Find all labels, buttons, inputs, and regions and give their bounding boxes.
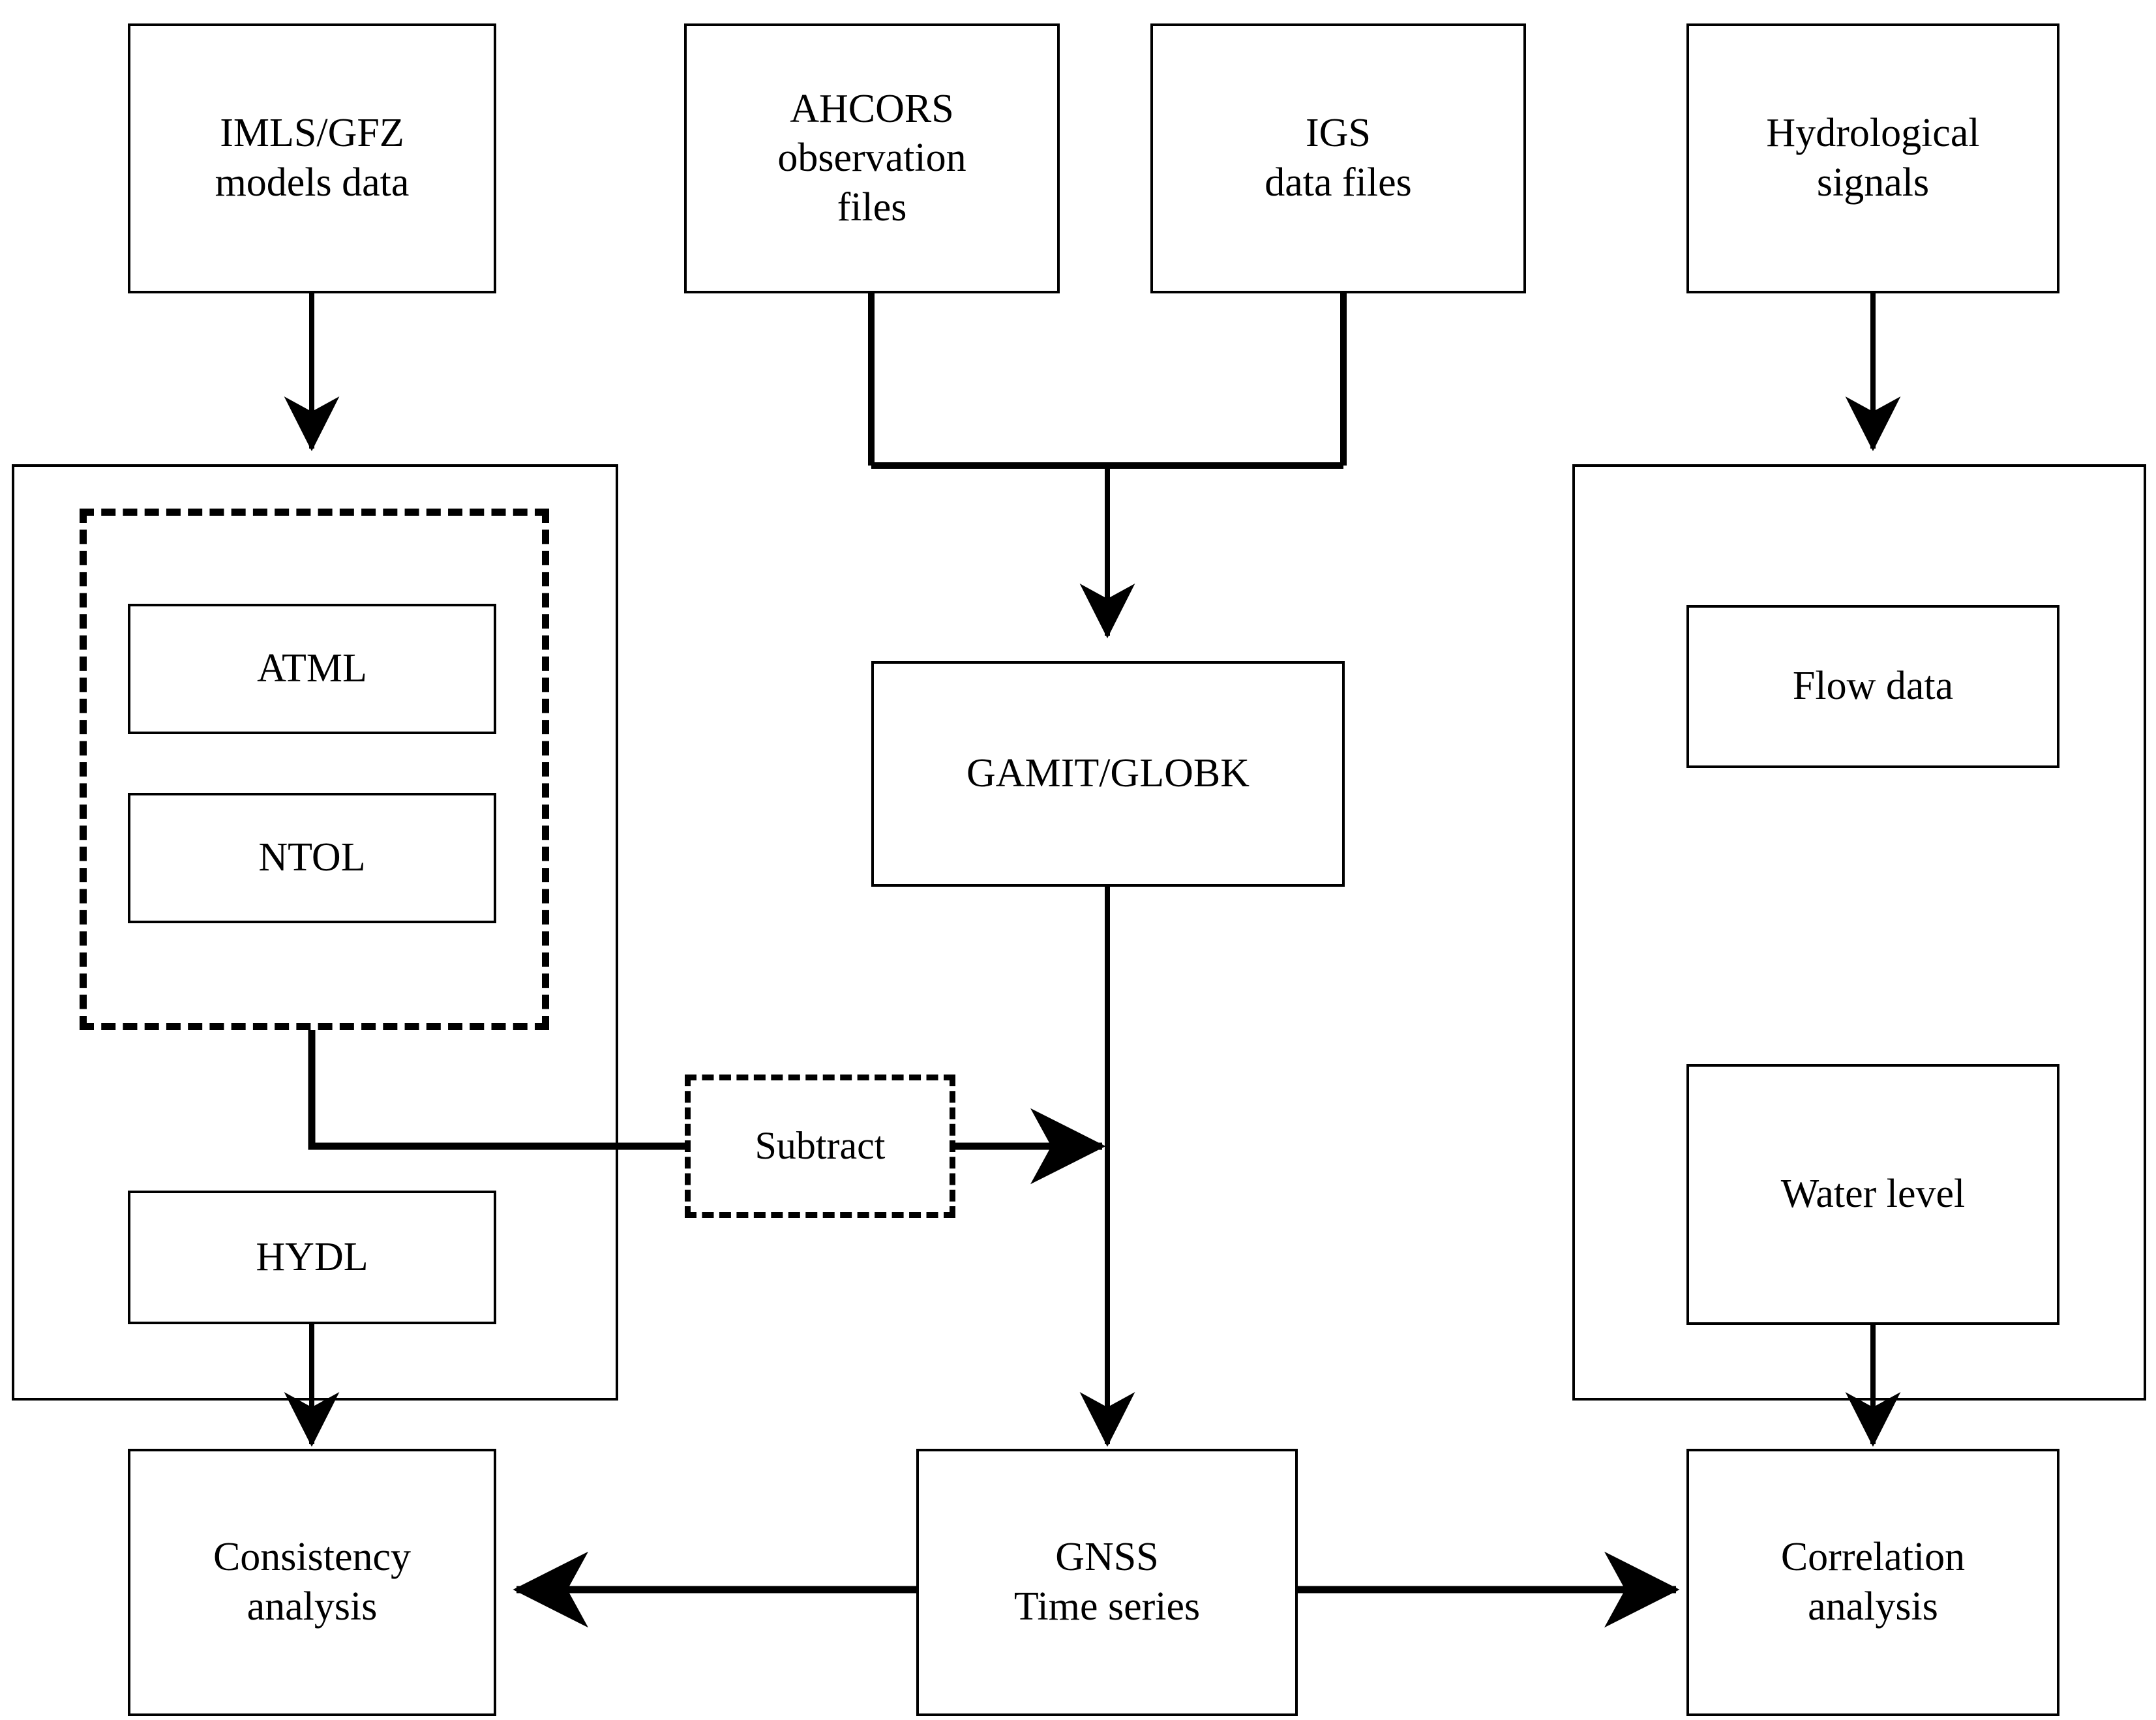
node-ahcors[interactable]: AHCORS observation files bbox=[684, 23, 1060, 293]
node-hydrological-signals-label: Hydrological signals bbox=[1766, 111, 1980, 205]
node-correlation-analysis[interactable]: Correlation analysis bbox=[1686, 1449, 2059, 1716]
node-ntol[interactable]: NTOL bbox=[128, 793, 496, 923]
node-gamit-globk-label: GAMIT/GLOBK bbox=[966, 751, 1250, 796]
node-gnss-time-series[interactable]: GNSS Time series bbox=[916, 1449, 1298, 1716]
node-consistency-analysis[interactable]: Consistency analysis bbox=[128, 1449, 496, 1716]
node-atml[interactable]: ATML bbox=[128, 604, 496, 734]
node-imls-gfz-label: IMLS/GFZ models data bbox=[215, 111, 410, 205]
node-flow-data[interactable]: Flow data bbox=[1686, 605, 2059, 768]
node-igs[interactable]: IGS data files bbox=[1150, 23, 1526, 293]
node-left-panel bbox=[12, 464, 618, 1401]
node-hydl-label: HYDL bbox=[256, 1234, 368, 1279]
node-subtract[interactable]: Subtract bbox=[685, 1075, 955, 1218]
node-loading-models-group bbox=[80, 509, 549, 1030]
node-imls-gfz[interactable]: IMLS/GFZ models data bbox=[128, 23, 496, 293]
node-consistency-analysis-label: Consistency analysis bbox=[213, 1535, 412, 1629]
node-ntol-label: NTOL bbox=[258, 835, 366, 880]
node-subtract-label: Subtract bbox=[755, 1124, 886, 1168]
node-right-panel bbox=[1572, 464, 2146, 1401]
node-hydl[interactable]: HYDL bbox=[128, 1191, 496, 1324]
node-igs-label: IGS data files bbox=[1265, 111, 1412, 205]
node-ahcors-label: AHCORS observation files bbox=[777, 86, 966, 230]
node-gamit-globk[interactable]: GAMIT/GLOBK bbox=[871, 661, 1345, 887]
node-correlation-analysis-label: Correlation analysis bbox=[1780, 1535, 1966, 1629]
node-gnss-time-series-label: GNSS Time series bbox=[1013, 1535, 1201, 1629]
node-atml-label: ATML bbox=[257, 646, 367, 691]
node-water-level-label: Water level bbox=[1780, 1172, 1966, 1217]
node-water-level[interactable]: Water level bbox=[1686, 1064, 2059, 1325]
node-flow-data-label: Flow data bbox=[1792, 664, 1954, 709]
node-hydrological-signals[interactable]: Hydrological signals bbox=[1686, 23, 2059, 293]
